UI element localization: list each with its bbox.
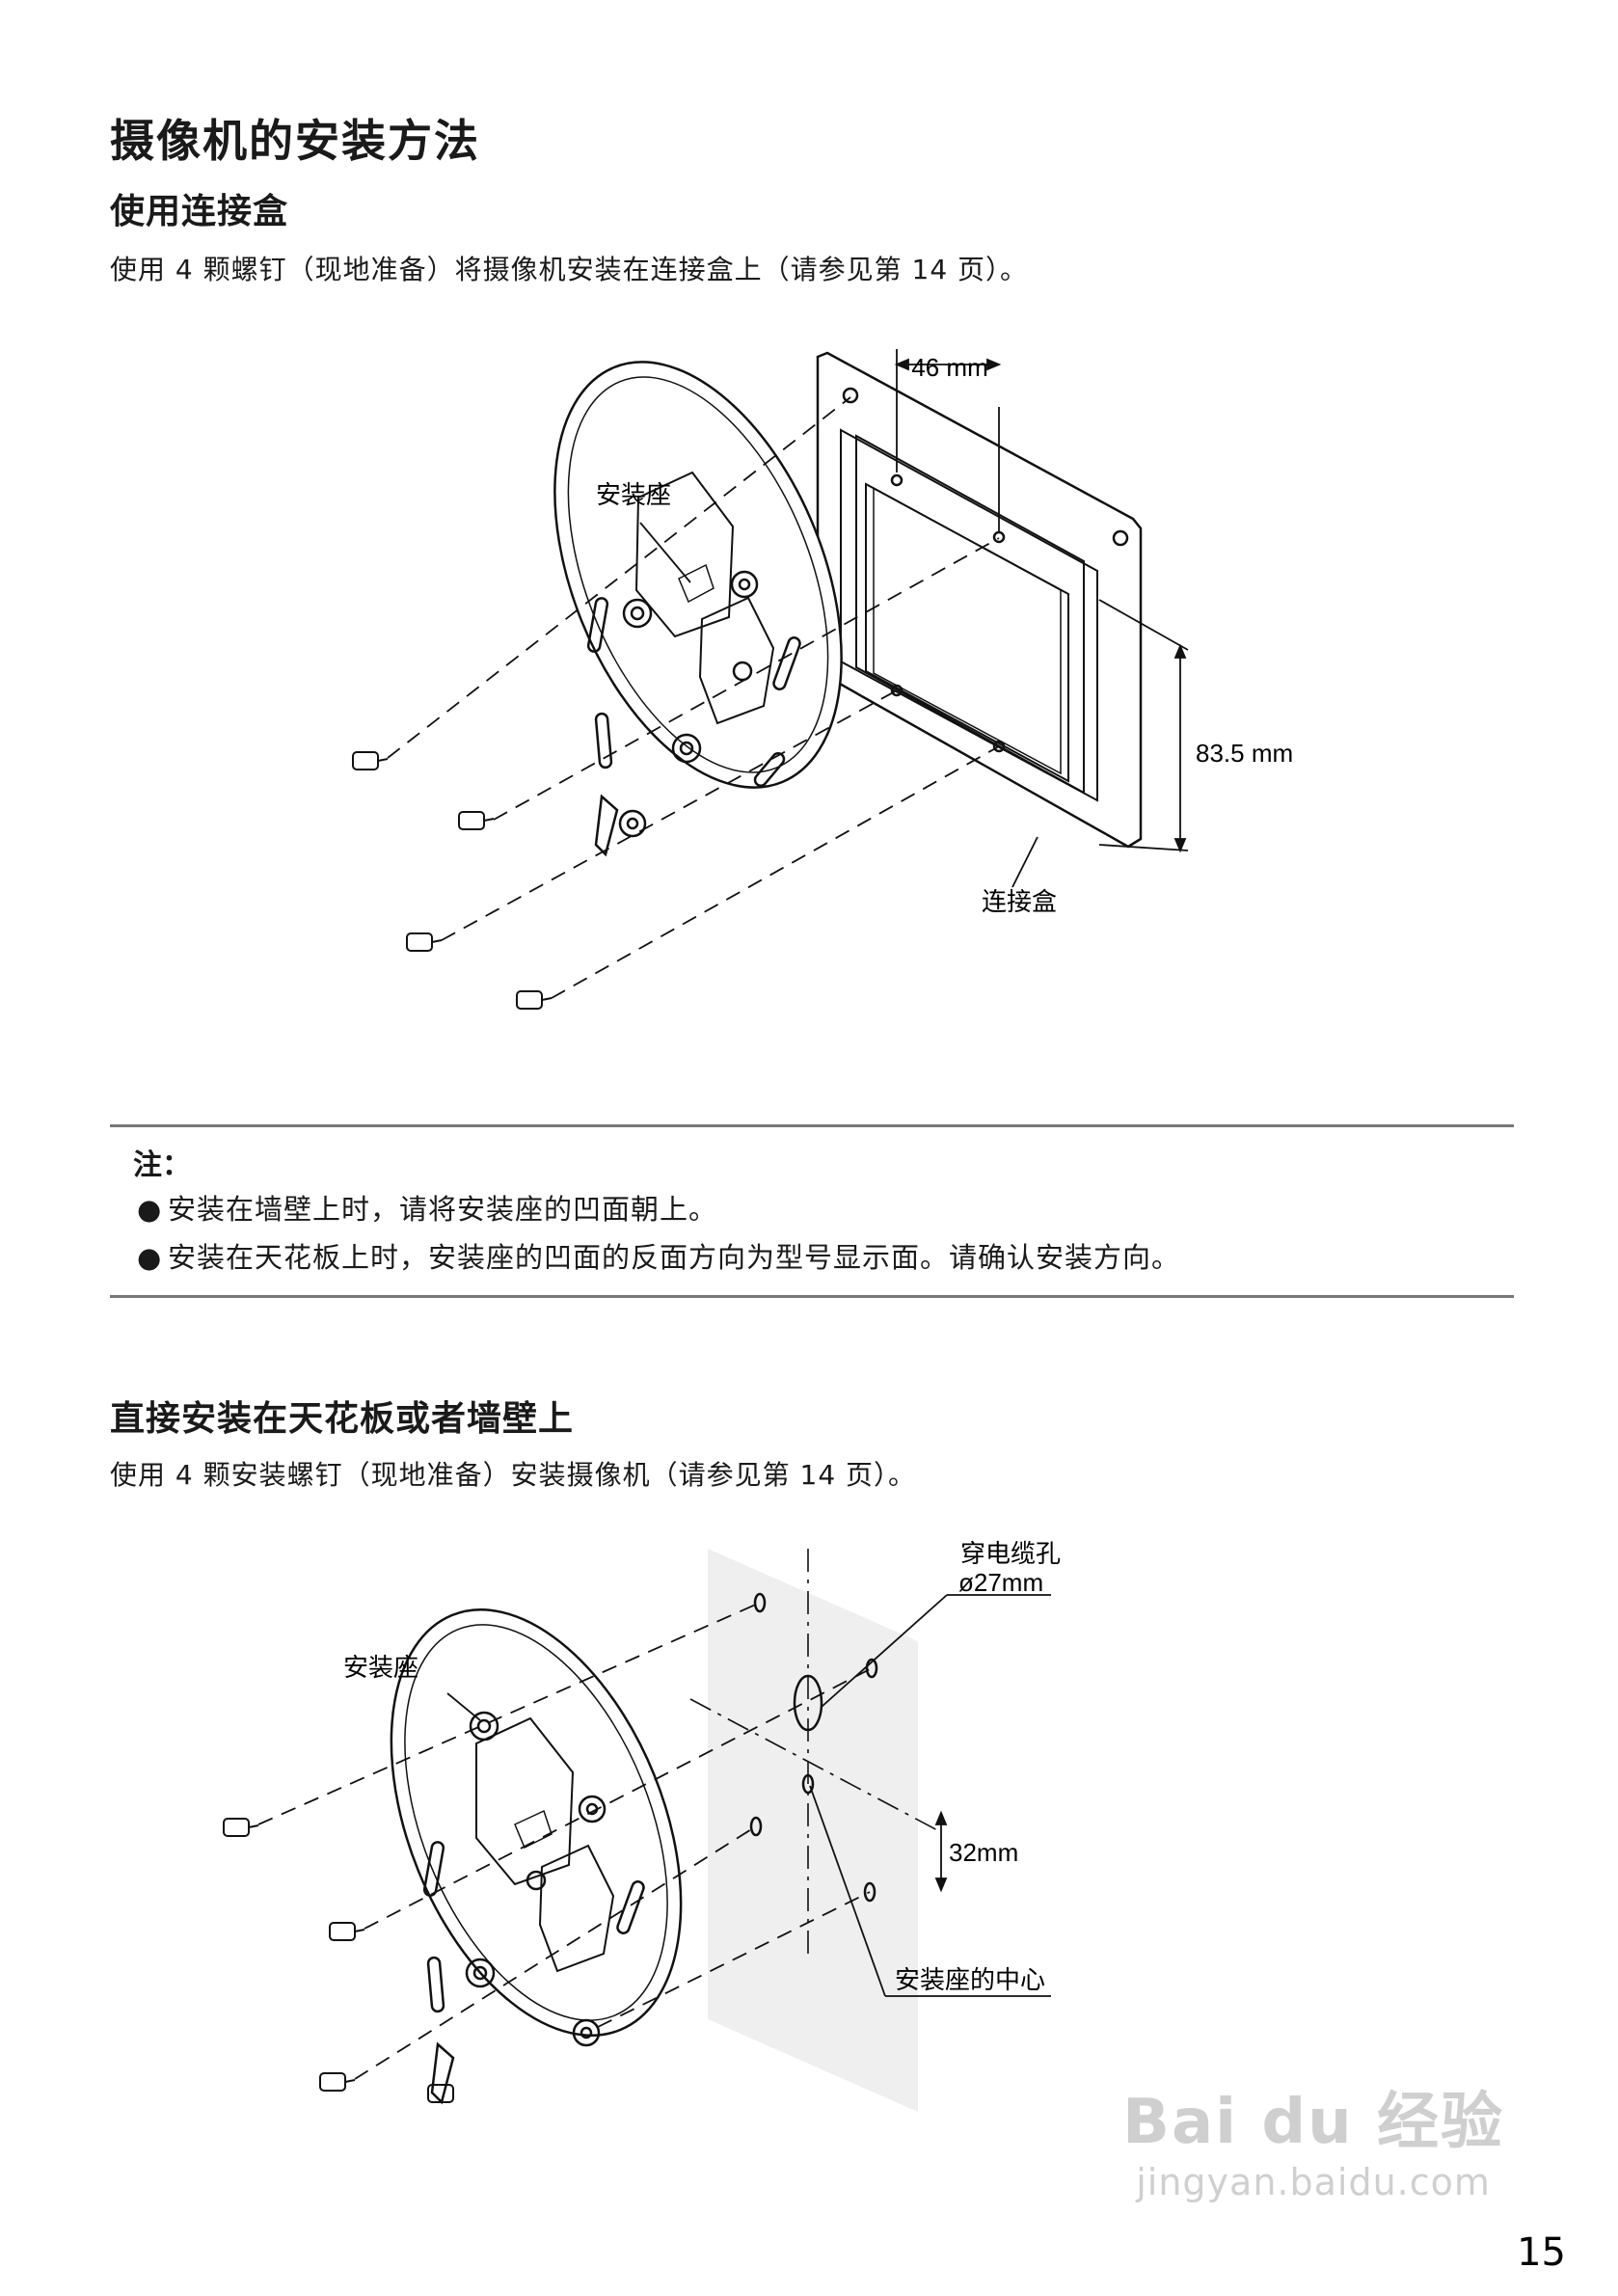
cable-hole-size: ø27mm: [958, 1568, 1043, 1597]
junction-box-label: 连接盒: [982, 887, 1057, 916]
bullet-icon: ●: [137, 1193, 163, 1226]
watermark-url: jingyan.baidu.com: [1136, 2161, 1491, 2203]
dim-height-label: 83.5 mm: [1196, 739, 1293, 768]
section-text-direct-mount: 使用 4 颗安装螺钉（现地准备）安装摄像机（请参见第 14 页）。: [110, 1459, 917, 1491]
note-item-text: 安装在墙壁上时，请将安装座的凹面朝上。: [168, 1193, 718, 1226]
watermark: Bai du 经验 jingyan.baidu.com: [1122, 2072, 1504, 2203]
section-title-direct-mount: 直接安装在天花板或者墙壁上: [110, 1399, 575, 1439]
bullet-icon: ●: [137, 1241, 163, 1274]
note-item: ●安装在墙壁上时，请将安装座的凹面朝上。: [137, 1187, 717, 1228]
watermark-brand: Bai du 经验: [1122, 2087, 1504, 2158]
dim-offset-label: 32mm: [949, 1838, 1018, 1867]
page-number: 15: [1517, 2230, 1566, 2275]
direct-mounting-diagram: 安装座 穿电缆孔 ø27mm 32mm 安装座的中心: [223, 1539, 1061, 2112]
cable-hole-label: 穿电缆孔: [960, 1539, 1061, 1568]
mount-base-label: 安装座: [596, 480, 671, 509]
junction-box-mounting-diagram: 46 mm 83.5 mm 安装座 连接盒: [352, 349, 1293, 1010]
mount-center-label: 安装座的中心: [895, 1965, 1045, 1994]
note-block: 注： ●安装在墙壁上时，请将安装座的凹面朝上。 ●安装在天花板上时，安装座的凹面…: [110, 1124, 1514, 1298]
mount-base-label: 安装座: [343, 1653, 418, 1682]
section-text-junction-box: 使用 4 颗螺钉（现地准备）将摄像机安装在连接盒上（请参见第 14 页）。: [110, 254, 1029, 285]
section-title-junction-box: 使用连接盒: [110, 192, 289, 231]
page-title: 摄像机的安装方法: [110, 115, 480, 167]
note-item: ●安装在天花板上时，安装座的凹面的反面方向为型号显示面。请确认安装方向。: [137, 1235, 1180, 1276]
note-title: 注：: [133, 1148, 191, 1182]
note-item-text: 安装在天花板上时，安装座的凹面的反面方向为型号显示面。请确认安装方向。: [168, 1241, 1181, 1274]
dim-width-label: 46 mm: [911, 353, 987, 382]
